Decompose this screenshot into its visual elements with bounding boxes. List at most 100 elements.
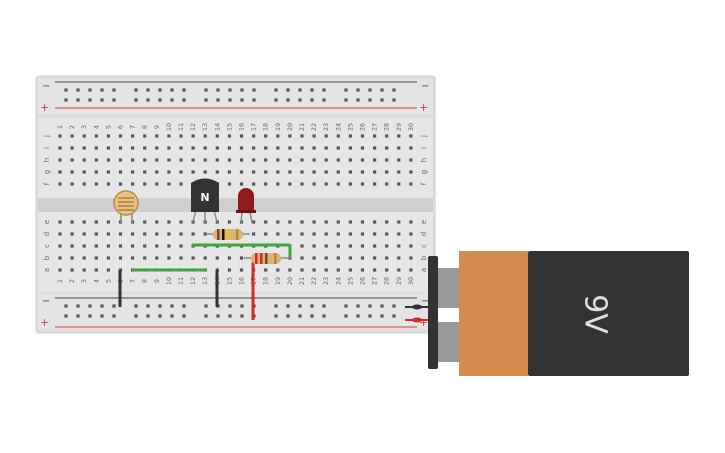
terminal-hole[interactable] xyxy=(409,232,413,236)
terminal-hole[interactable] xyxy=(143,232,147,236)
terminal-hole[interactable] xyxy=(373,244,377,248)
terminal-hole[interactable] xyxy=(336,146,340,150)
rail-hole[interactable] xyxy=(240,304,244,308)
terminal-hole[interactable] xyxy=(239,158,244,162)
rail-hole[interactable] xyxy=(158,314,162,318)
terminal-hole[interactable] xyxy=(155,220,159,224)
terminal-hole[interactable] xyxy=(264,232,268,236)
terminal-hole[interactable] xyxy=(143,256,147,260)
terminal-hole[interactable] xyxy=(118,170,123,174)
rail-hole[interactable] xyxy=(380,314,384,318)
terminal-hole[interactable] xyxy=(324,158,328,162)
rail-hole[interactable] xyxy=(228,98,232,102)
terminal-hole[interactable] xyxy=(58,146,62,150)
terminal-hole[interactable] xyxy=(348,158,352,162)
terminal-hole[interactable] xyxy=(70,220,74,224)
terminal-hole[interactable] xyxy=(312,158,316,162)
terminal-hole[interactable] xyxy=(70,170,74,174)
terminal-hole[interactable] xyxy=(58,220,62,224)
terminal-hole[interactable] xyxy=(312,232,316,236)
rail-hole[interactable] xyxy=(392,314,396,318)
terminal-hole[interactable] xyxy=(397,232,401,236)
terminal-hole[interactable] xyxy=(264,268,268,272)
terminal-hole[interactable] xyxy=(348,244,352,248)
terminal-hole[interactable] xyxy=(324,182,328,186)
terminal-hole[interactable] xyxy=(143,158,147,162)
terminal-hole[interactable] xyxy=(191,146,195,150)
rail-hole[interactable] xyxy=(204,98,208,102)
terminal-hole[interactable] xyxy=(252,146,256,150)
terminal-hole[interactable] xyxy=(118,244,123,248)
terminal-hole[interactable] xyxy=(409,268,413,272)
rail-hole[interactable] xyxy=(322,304,326,308)
terminal-hole[interactable] xyxy=(409,256,413,260)
rail-hole[interactable] xyxy=(182,88,186,92)
terminal-hole[interactable] xyxy=(227,220,231,224)
terminal-hole[interactable] xyxy=(215,146,219,150)
terminal-hole[interactable] xyxy=(131,158,135,162)
terminal-hole[interactable] xyxy=(131,244,135,248)
terminal-hole[interactable] xyxy=(373,256,377,260)
terminal-hole[interactable] xyxy=(94,182,98,186)
rail-hole[interactable] xyxy=(240,88,244,92)
rail-hole[interactable] xyxy=(216,88,220,92)
rail-hole[interactable] xyxy=(344,98,348,102)
terminal-hole[interactable] xyxy=(288,170,292,174)
terminal-hole[interactable] xyxy=(143,170,147,174)
rail-hole[interactable] xyxy=(368,88,372,92)
terminal-hole[interactable] xyxy=(312,182,316,186)
terminal-hole[interactable] xyxy=(360,220,365,224)
terminal-hole[interactable] xyxy=(385,256,389,260)
terminal-hole[interactable] xyxy=(82,182,86,186)
terminal-hole[interactable] xyxy=(106,134,110,138)
terminal-hole[interactable] xyxy=(155,134,159,138)
terminal-hole[interactable] xyxy=(276,158,280,162)
terminal-hole[interactable] xyxy=(360,256,365,260)
terminal-hole[interactable] xyxy=(336,170,340,174)
terminal-hole[interactable] xyxy=(252,158,256,162)
terminal-hole[interactable] xyxy=(360,244,365,248)
terminal-hole[interactable] xyxy=(239,170,244,174)
terminal-hole[interactable] xyxy=(106,268,110,272)
terminal-hole[interactable] xyxy=(131,232,135,236)
rail-hole[interactable] xyxy=(88,314,92,318)
rail-hole[interactable] xyxy=(134,304,138,308)
terminal-hole[interactable] xyxy=(82,170,86,174)
terminal-hole[interactable] xyxy=(106,244,110,248)
terminal-hole[interactable] xyxy=(288,146,292,150)
rail-hole[interactable] xyxy=(274,304,278,308)
terminal-hole[interactable] xyxy=(300,146,304,150)
terminal-hole[interactable] xyxy=(179,146,183,150)
terminal-hole[interactable] xyxy=(336,268,340,272)
terminal-hole[interactable] xyxy=(312,134,316,138)
terminal-hole[interactable] xyxy=(312,256,316,260)
rail-hole[interactable] xyxy=(298,98,302,102)
terminal-hole[interactable] xyxy=(276,146,280,150)
rail-hole[interactable] xyxy=(252,88,256,92)
rail-hole[interactable] xyxy=(204,304,208,308)
rail-hole[interactable] xyxy=(368,304,372,308)
terminal-hole[interactable] xyxy=(276,182,280,186)
terminal-hole[interactable] xyxy=(397,256,401,260)
rail-hole[interactable] xyxy=(392,304,396,308)
rail-hole[interactable] xyxy=(356,98,360,102)
terminal-hole[interactable] xyxy=(276,268,280,272)
terminal-hole[interactable] xyxy=(288,232,292,236)
terminal-hole[interactable] xyxy=(360,182,365,186)
rail-hole[interactable] xyxy=(112,314,116,318)
terminal-hole[interactable] xyxy=(397,220,401,224)
terminal-hole[interactable] xyxy=(143,146,147,150)
rail-hole[interactable] xyxy=(298,304,302,308)
rail-hole[interactable] xyxy=(322,98,326,102)
rail-hole[interactable] xyxy=(182,98,186,102)
terminal-hole[interactable] xyxy=(264,220,268,224)
terminal-hole[interactable] xyxy=(397,268,401,272)
rail-hole[interactable] xyxy=(356,88,360,92)
terminal-hole[interactable] xyxy=(348,170,352,174)
rail-hole[interactable] xyxy=(322,88,326,92)
terminal-hole[interactable] xyxy=(106,256,110,260)
terminal-hole[interactable] xyxy=(385,134,389,138)
terminal-hole[interactable] xyxy=(252,232,256,236)
rail-hole[interactable] xyxy=(368,314,372,318)
